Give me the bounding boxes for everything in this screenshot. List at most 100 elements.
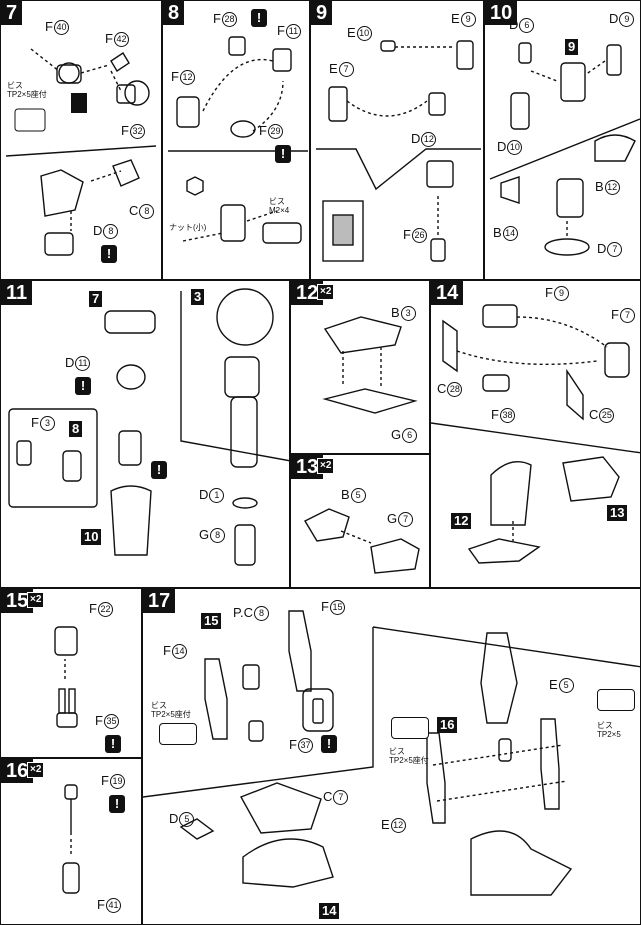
screw-icon xyxy=(159,723,197,745)
step-11-number: 11 xyxy=(1,281,33,305)
step-10-drawing xyxy=(489,42,640,256)
multiplier-badge: ×2 xyxy=(27,762,45,778)
warning-icon: ! xyxy=(101,245,117,263)
step-9-number: 9 xyxy=(311,1,333,25)
warning-icon: ! xyxy=(75,377,91,395)
step-15-drawing xyxy=(54,626,78,728)
step-ref: 13 xyxy=(607,505,628,521)
nut-note: ナット(小) xyxy=(169,223,207,232)
step-ref: 7 xyxy=(89,291,103,307)
step-16-drawing xyxy=(62,784,80,894)
screw-icon xyxy=(391,717,429,739)
step-7-number: 7 xyxy=(1,1,23,25)
step-11-drawing xyxy=(8,288,289,566)
step-ref: 16 xyxy=(437,717,458,733)
screw-note: ビス M2×4 xyxy=(269,197,290,215)
warning-icon: ! xyxy=(251,9,267,27)
step-9-drawing xyxy=(316,40,481,262)
warning-icon: ! xyxy=(105,735,121,753)
step-ref: 3 xyxy=(191,289,205,305)
step-8-number: 8 xyxy=(163,1,185,25)
step-13-drawing xyxy=(304,508,420,574)
warning-icon: ! xyxy=(151,461,167,479)
step-ref: 14 xyxy=(319,903,340,919)
step-14-number: 14 xyxy=(431,281,464,305)
step-ref: 9 xyxy=(565,39,579,55)
warning-icon: ! xyxy=(109,795,125,813)
step-10-number: 10 xyxy=(485,1,518,25)
warning-icon: ! xyxy=(275,145,291,163)
screw-note: ビス TP2×5座付 xyxy=(151,701,191,719)
step-8-drawing xyxy=(168,36,308,244)
step-ref: 12 xyxy=(451,513,472,529)
screw-note: ビス TP2×5 xyxy=(597,721,621,739)
step-ref: 8 xyxy=(69,421,83,437)
step-ref: 15 xyxy=(201,613,222,629)
step-7-drawing xyxy=(5,48,157,256)
step-ref: 10 xyxy=(81,529,102,545)
screw-note: ビス TP2×5座付 xyxy=(389,747,429,765)
multiplier-badge: ×2 xyxy=(317,284,335,300)
multiplier-badge: ×2 xyxy=(27,592,45,608)
screw-note: ビス TP2×5座付 xyxy=(7,81,47,99)
warning-icon: ! xyxy=(321,735,337,753)
step-14-drawing xyxy=(431,304,640,564)
step-17-number: 17 xyxy=(143,589,176,613)
step-17-drawing xyxy=(143,610,640,896)
